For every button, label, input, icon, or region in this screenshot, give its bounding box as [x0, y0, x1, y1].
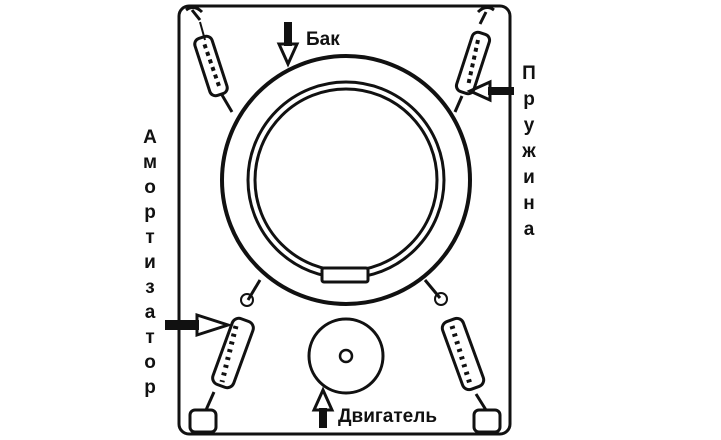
- motor-label: Двигатель: [338, 406, 437, 427]
- arrow-damper: [165, 312, 233, 338]
- spring-top-right: [453, 5, 495, 113]
- spring-top-left: [185, 5, 234, 113]
- label-letter: и: [144, 252, 156, 273]
- tank: [220, 54, 472, 306]
- door-hinge: [320, 266, 370, 284]
- label-letter: ж: [522, 141, 536, 162]
- label-letter: т: [145, 327, 155, 348]
- label-letter: т: [145, 227, 155, 248]
- label-letter: р: [523, 89, 535, 110]
- label-letter: и: [523, 167, 535, 188]
- label-letter: р: [144, 377, 156, 398]
- label-letter: у: [523, 115, 535, 136]
- arrow-spring: [466, 79, 514, 103]
- label-letter: а: [144, 302, 156, 323]
- label-letter: н: [523, 193, 535, 214]
- arrow-tank: [276, 22, 300, 68]
- label-letter: а: [523, 219, 535, 240]
- label-letter: з: [145, 277, 155, 298]
- tank-label: Бак: [306, 29, 340, 50]
- arrow-motor: [311, 386, 335, 428]
- damper-bottom-left: [188, 279, 262, 434]
- label-letter: о: [144, 177, 156, 198]
- label-letter: А: [143, 127, 157, 148]
- label-letter: П: [522, 63, 536, 84]
- label-letter: р: [144, 202, 156, 223]
- machine-frame: [177, 4, 512, 436]
- label-letter: м: [142, 152, 158, 173]
- motor: [307, 317, 385, 395]
- label-letter: о: [144, 352, 156, 373]
- damper-bottom-right: [423, 279, 502, 434]
